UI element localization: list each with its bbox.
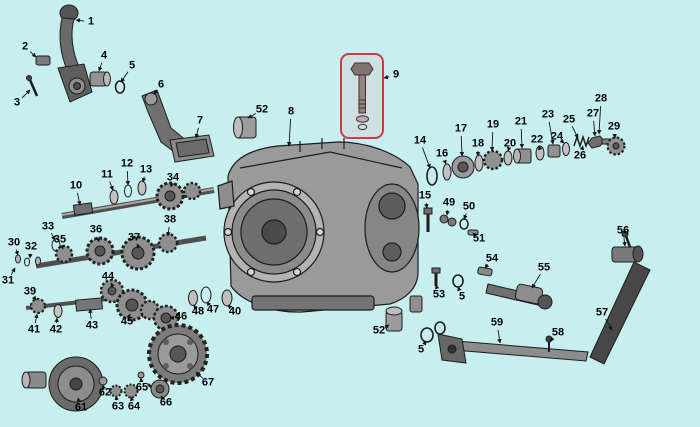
countershaft-gears-shape xyxy=(15,232,207,271)
leader-lines xyxy=(10,18,627,403)
kickstart-linkage-shapes xyxy=(89,71,215,163)
clutch-flywheel-shapes xyxy=(21,323,209,412)
right-parts-row-shapes xyxy=(426,134,626,186)
bushing-52-upper-shape xyxy=(233,116,257,139)
lower-shaft-gears-shape xyxy=(25,278,233,332)
crankcase-shape xyxy=(217,138,420,313)
mainshaft-gears-shape xyxy=(61,180,215,219)
highlight-box xyxy=(340,53,384,139)
bolt-9-shape xyxy=(350,62,374,131)
mid-right-parts-shapes xyxy=(423,207,479,236)
right-lower-shapes xyxy=(385,230,651,365)
kickstart-lever-shape xyxy=(26,4,93,103)
